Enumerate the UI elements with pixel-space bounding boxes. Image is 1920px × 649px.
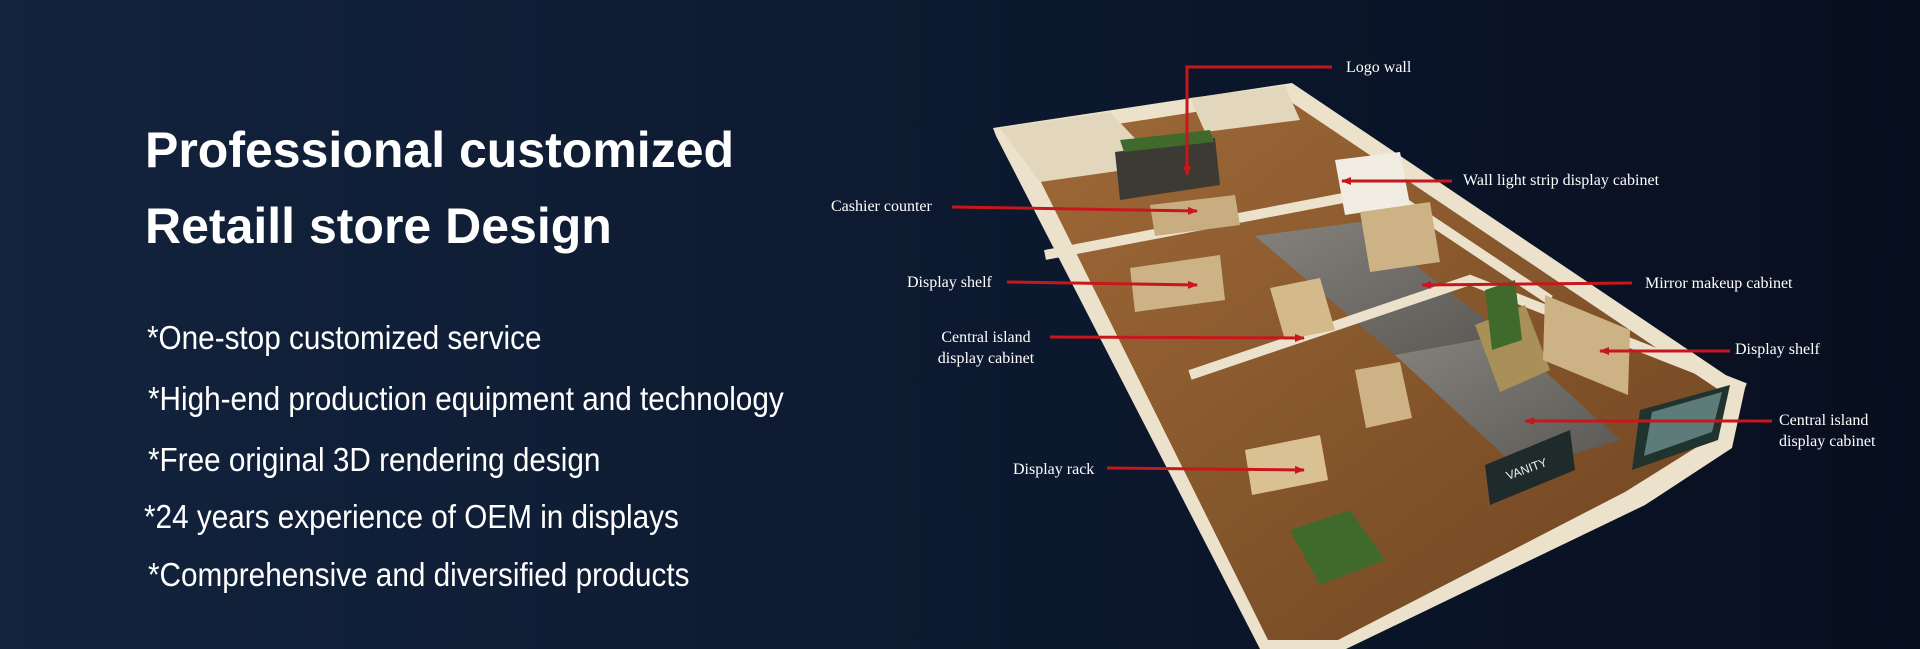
- label-display-shelf-left: Display shelf: [907, 274, 993, 291]
- display-rack-model: [1245, 435, 1328, 495]
- feature-item-products: *Comprehensive and diversified products: [148, 556, 690, 593]
- storefront-sign-panel: [1485, 430, 1575, 505]
- wall-light-cabinet-model: [1335, 152, 1410, 215]
- callout-arrows: [951, 65, 1772, 474]
- feature-item-3d-design: *Free original 3D rendering design: [148, 441, 601, 478]
- arrow-display-shelf-left: [1006, 280, 1198, 289]
- feature-item-oem-experience: *24 years experience of OEM in displays: [144, 498, 679, 535]
- label-cashier-counter: Cashier counter: [831, 198, 933, 215]
- cashier-counter-model: [1150, 195, 1240, 236]
- label-mirror-cabinet: Mirror makeup cabinet: [1645, 275, 1793, 292]
- store-floor-plan: VANITY: [993, 83, 1747, 649]
- display-table-model: [1355, 362, 1412, 428]
- green-wall-model: [1485, 280, 1522, 350]
- label-central-island-right-line-2: display cabinet: [1779, 433, 1876, 450]
- feature-item-production: *High-end production equipment and techn…: [148, 380, 784, 417]
- arrow-logo-wall: [1183, 65, 1332, 176]
- feature-item-one-stop: *One-stop customized service: [147, 319, 542, 356]
- label-wall-light-cabinet: Wall light strip display cabinet: [1463, 172, 1660, 189]
- display-shelf-model-2: [1543, 295, 1630, 395]
- hero-title-line-1: Professional customized: [145, 122, 735, 178]
- arrow-cashier-counter: [951, 205, 1198, 215]
- label-central-island-left-line-1: Central island: [941, 329, 1030, 346]
- mirror-cabinet-model: [1360, 202, 1440, 272]
- arrow-mirror-cabinet: [1421, 280, 1633, 289]
- label-logo-wall: Logo wall: [1346, 59, 1412, 76]
- island-cabinet-model-1: [1270, 278, 1335, 340]
- storefront-window-poster: [1644, 392, 1722, 456]
- tile-aisle-1: [1255, 222, 1505, 355]
- logo-wall-panel: [1115, 138, 1220, 200]
- label-display-rack: Display rack: [1013, 461, 1094, 478]
- hero-title: Professional customized Retaill store De…: [145, 112, 734, 264]
- arrow-central-island-left: [1049, 333, 1305, 342]
- label-central-island-right-line-1: Central island: [1779, 412, 1868, 429]
- callout-labels: Logo wall Wall light strip display cabin…: [831, 59, 1876, 478]
- hero-title-line-2: Retaill store Design: [145, 198, 612, 254]
- arrow-display-rack: [1106, 465, 1305, 474]
- planter-model: [1290, 510, 1385, 585]
- label-display-shelf-right: Display shelf: [1735, 341, 1821, 358]
- label-central-island-left-line-2: display cabinet: [938, 350, 1035, 367]
- logo-wall-greenery: [1120, 130, 1214, 152]
- storage-room: [1190, 86, 1300, 132]
